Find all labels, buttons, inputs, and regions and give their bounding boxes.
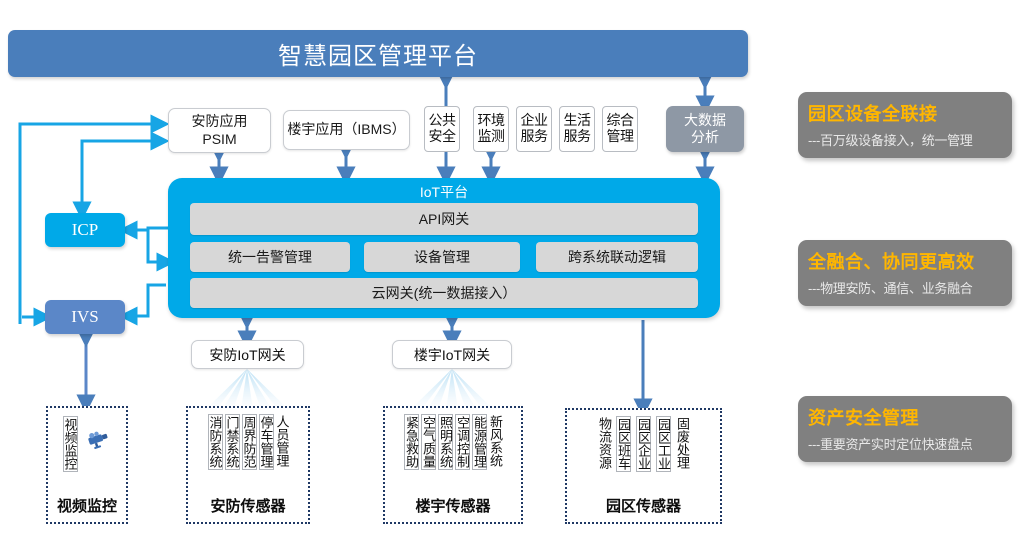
iot-device-mgmt[interactable]: 设备管理 [364,242,520,272]
sensor-chip-fire-system[interactable]: 消防系统 [207,414,223,470]
icp-label: ICP [71,220,99,239]
app-box-life-service[interactable]: 生活 服务 [559,106,595,152]
bigdata-line2: 分析 [691,129,719,145]
sensor-chip-energy-mgmt[interactable]: 能源管理 [472,414,487,470]
node-icp[interactable]: ICP [45,213,125,247]
sensor-chip-lighting-system[interactable]: 照明系统 [438,414,453,470]
cloud-gateway-label: 云网关(统一数据接入） [371,285,517,301]
page-title: 智慧园区管理平台 [278,43,478,70]
sensor-chip-hvac-control[interactable]: 空调控制 [455,414,470,470]
app-box-ibms[interactable]: 楼宇应用（IBMS） [283,110,410,150]
app-box-integrated-mgmt[interactable]: 综合 管理 [602,106,638,152]
feature-title-convergence: 全融合、协同更高效 [808,252,975,272]
api-gateway-label: API网关 [418,211,470,227]
public-safety-line1: 公共 [428,112,457,129]
feature-panel-device-connectivity: 园区设备全联接 ---百万级设备接入，统一管理 [798,92,1012,158]
sensor-group-label-building: 楼宇传感器 [415,498,491,515]
app-box-enterprise-service[interactable]: 企业 服务 [516,106,552,152]
integrated-mgmt-line1: 综合 [606,112,635,129]
app-box-psim[interactable]: 安防应用 PSIM [168,108,271,153]
public-safety-line2: 安全 [428,128,457,144]
life-service-line2: 服务 [563,128,592,144]
sensor-chip-emergency-rescue[interactable]: 紧急救助 [404,414,419,470]
iot-platform-title: IoT平台 [419,184,469,200]
iot-cross-system-logic[interactable]: 跨系统联动逻辑 [536,242,698,272]
app-box-public-safety[interactable]: 公共 安全 [424,106,460,152]
iot-unified-alarm-mgmt[interactable]: 统一告警管理 [190,242,350,272]
feature-sub-asset-security: ---重要资产实时定位快速盘点 [808,437,973,452]
iot-cloud-gateway[interactable]: 云网关(统一数据接入） [190,278,698,308]
sensor-chip-solid-waste[interactable]: 固废处理 [675,416,690,470]
feature-sub-convergence: ---物理安防、通信、业务融合 [808,281,973,296]
feature-title-device-connectivity: 园区设备全联接 [808,104,938,124]
env-monitor-line1: 环境 [477,112,506,129]
sensor-group-label-video-monitoring: 视频监控 [56,498,117,515]
app-box-bigdata-analysis[interactable]: 大数据 分析 [666,106,744,152]
feature-panel-asset-security: 资产安全管理 ---重要资产实时定位快速盘点 [798,396,1012,462]
sensor-chip-perimeter-protection[interactable]: 周界防范 [241,414,257,470]
sensor-chip-parking-mgmt[interactable]: 停车管理 [258,414,274,470]
gateway-building-iot[interactable]: 楼宇IoT网关 [392,340,512,369]
life-service-line1: 生活 [563,112,592,129]
sensor-group-building: 紧急救助 空气质量 照明系统 空调控制 能源管理 新风系统 楼宇传感器 [383,406,523,524]
unified-alarm-label: 统一告警管理 [228,249,312,265]
ivs-label: IVS [71,307,99,326]
feature-panel-convergence: 全融合、协同更高效 ---物理安防、通信、业务融合 [798,240,1012,306]
sensor-group-label-park: 园区传感器 [605,498,681,515]
sensor-chip-logistics-resource[interactable]: 物流资源 [597,416,612,470]
sensor-chip-air-quality[interactable]: 空气质量 [421,414,436,470]
security-gateway-label: 安防IoT网关 [209,346,286,363]
feature-sub-device-connectivity: ---百万级设备接入，统一管理 [808,133,973,148]
iot-api-gateway[interactable]: API网关 [190,203,698,235]
node-ivs[interactable]: IVS [45,300,125,334]
sensor-chip-video-monitoring[interactable]: 视频监控 [62,416,78,472]
ibms-label: 楼宇应用（IBMS） [287,121,406,138]
sensor-chip-park-shuttle[interactable]: 园区班车 [616,416,631,472]
integrated-mgmt-line2: 管理 [606,128,635,144]
sensor-group-label-security: 安防传感器 [210,498,286,515]
sensor-group-security: 消防系统 门禁系统 周界防范 停车管理 人员管理 安防传感器 [186,406,310,524]
enterprise-service-line1: 企业 [520,112,549,129]
feature-title-asset-security: 资产安全管理 [808,408,919,428]
platform-title-bar: 智慧园区管理平台 [8,30,748,77]
device-mgmt-label: 设备管理 [414,249,470,265]
enterprise-service-line2: 服务 [520,128,549,144]
sensor-chip-fresh-air-system[interactable]: 新风系统 [488,414,503,468]
psim-line2: PSIM [202,130,237,147]
sensor-chip-park-industry[interactable]: 园区工业 [656,416,671,472]
sensor-chip-access-control[interactable]: 门禁系统 [224,414,240,470]
sensor-group-park: 物流资源 园区班车 园区企业 园区工业 固废处理 园区传感器 [565,408,722,524]
sensor-chip-park-enterprise[interactable]: 园区企业 [636,416,651,472]
psim-line1: 安防应用 [191,113,248,129]
bigdata-line1: 大数据 [684,112,726,129]
gateway-security-iot[interactable]: 安防IoT网关 [191,340,304,369]
building-gateway-label: 楼宇IoT网关 [413,346,491,363]
sensor-group-video-monitoring: 视频监控 视频监控 [46,406,128,524]
cctv-camera-icon [86,430,112,455]
sensor-chip-personnel-mgmt[interactable]: 人员管理 [274,414,290,468]
cross-system-logic-label: 跨系统联动逻辑 [568,249,666,265]
env-monitor-line2: 监测 [477,128,506,144]
app-box-env-monitor[interactable]: 环境 监测 [473,106,509,152]
iot-platform-panel: IoT平台 API网关 统一告警管理 设备管理 跨系统联动逻辑 云网关(统一数据… [168,178,720,318]
